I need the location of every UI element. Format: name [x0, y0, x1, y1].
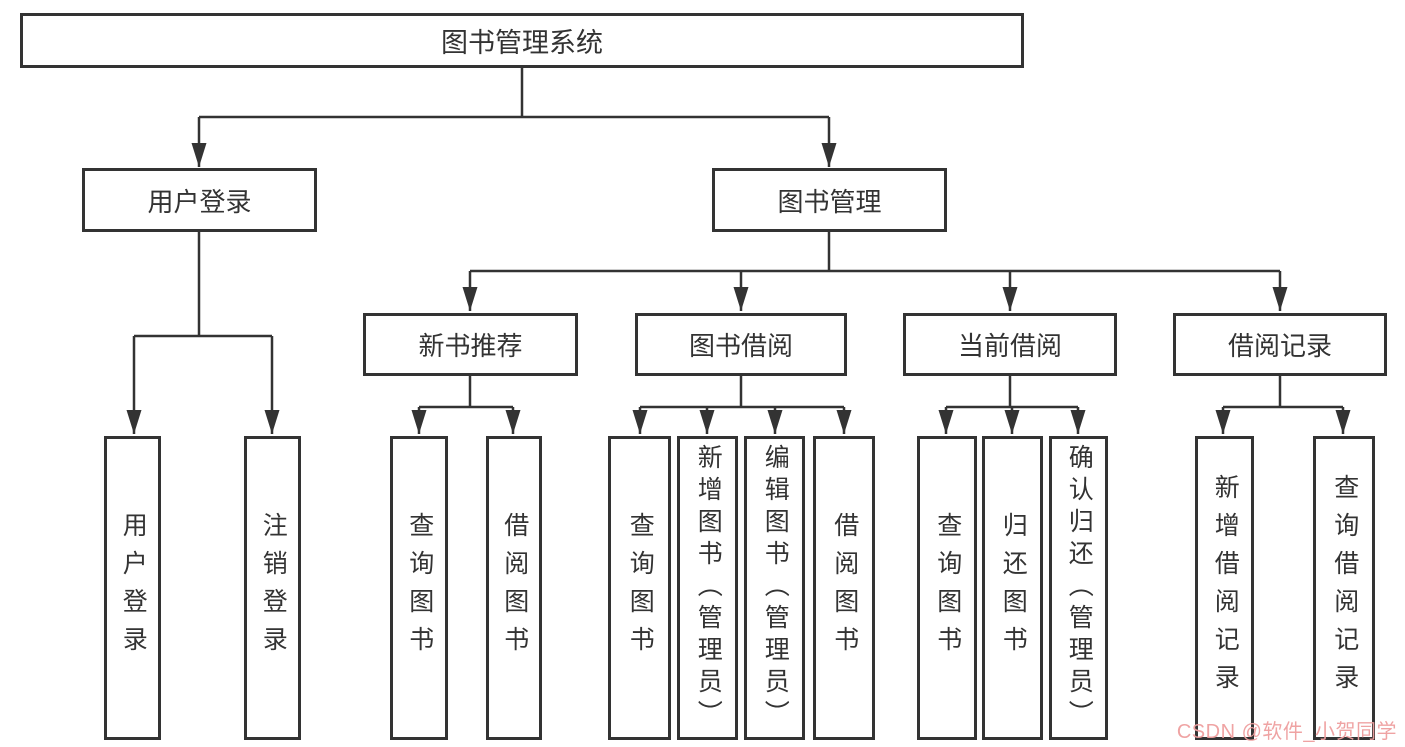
leaf-edit-books-admin-label: 编辑图书（管理员）	[761, 444, 790, 732]
leaf-query-books-recommend-label: 查询图书	[405, 512, 434, 664]
node-new-book-recommend: 新书推荐	[363, 313, 578, 376]
leaf-borrow-books-borrowing: 借阅图书	[813, 436, 875, 740]
leaf-borrow-books-recommend-label: 借阅图书	[500, 512, 529, 664]
node-root: 图书管理系统	[20, 13, 1024, 68]
leaf-edit-books-admin: 编辑图书（管理员）	[744, 436, 805, 740]
leaf-query-books-current: 查询图书	[917, 436, 977, 740]
leaf-add-books-admin: 新增图书（管理员）	[677, 436, 738, 740]
leaf-add-borrow-record-label: 新增借阅记录	[1211, 474, 1240, 702]
node-new-book-recommend-label: 新书推荐	[418, 331, 523, 361]
leaf-query-books-borrowing: 查询图书	[608, 436, 671, 740]
node-borrow-records-label: 借阅记录	[1227, 331, 1332, 361]
node-user-login-label: 用户登录	[147, 186, 252, 217]
leaf-logout-label: 注销登录	[259, 512, 288, 664]
leaf-logout: 注销登录	[244, 436, 301, 740]
leaf-add-borrow-record: 新增借阅记录	[1195, 436, 1254, 740]
leaf-query-books-current-label: 查询图书	[933, 512, 962, 664]
leaf-query-books-borrowing-label: 查询图书	[626, 512, 655, 664]
leaf-query-books-recommend: 查询图书	[390, 436, 448, 740]
leaf-user-login: 用户登录	[104, 436, 161, 740]
leaf-return-books-label: 归还图书	[999, 512, 1028, 664]
node-book-borrowing-label: 图书借阅	[688, 331, 793, 361]
leaf-query-borrow-record: 查询借阅记录	[1313, 436, 1375, 740]
node-current-borrowing: 当前借阅	[903, 313, 1117, 376]
leaf-confirm-return-admin-label: 确认归还（管理员）	[1065, 444, 1094, 732]
node-borrow-records: 借阅记录	[1173, 313, 1387, 376]
node-book-management: 图书管理	[712, 168, 947, 232]
node-book-management-label: 图书管理	[777, 186, 882, 217]
node-user-login: 用户登录	[82, 168, 317, 232]
node-book-borrowing: 图书借阅	[635, 313, 847, 376]
leaf-return-books: 归还图书	[982, 436, 1043, 740]
node-root-label: 图书管理系统	[441, 28, 603, 58]
leaf-confirm-return-admin: 确认归还（管理员）	[1049, 436, 1108, 740]
leaf-query-borrow-record-label: 查询借阅记录	[1330, 474, 1359, 702]
watermark: CSDN @软件_小贺同学	[1176, 721, 1397, 743]
leaf-user-login-label: 用户登录	[119, 512, 148, 664]
leaf-add-books-admin-label: 新增图书（管理员）	[694, 444, 723, 732]
node-current-borrowing-label: 当前借阅	[957, 331, 1062, 361]
leaf-borrow-books-recommend: 借阅图书	[486, 436, 542, 740]
leaf-borrow-books-borrowing-label: 借阅图书	[830, 512, 859, 664]
